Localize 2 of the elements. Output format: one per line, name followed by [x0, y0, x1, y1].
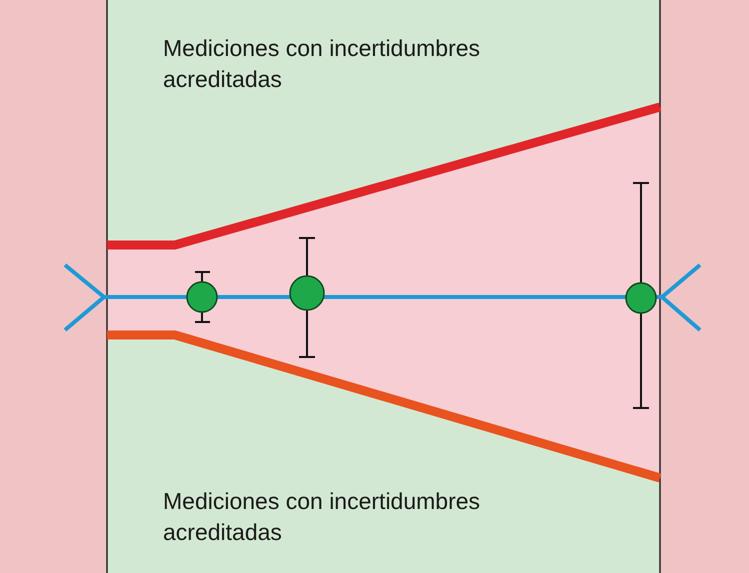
region-label: Mediciones con incertidumbres acreditadas: [163, 34, 482, 94]
region-label: Mediciones con incertidumbres acreditadas: [163, 487, 482, 547]
